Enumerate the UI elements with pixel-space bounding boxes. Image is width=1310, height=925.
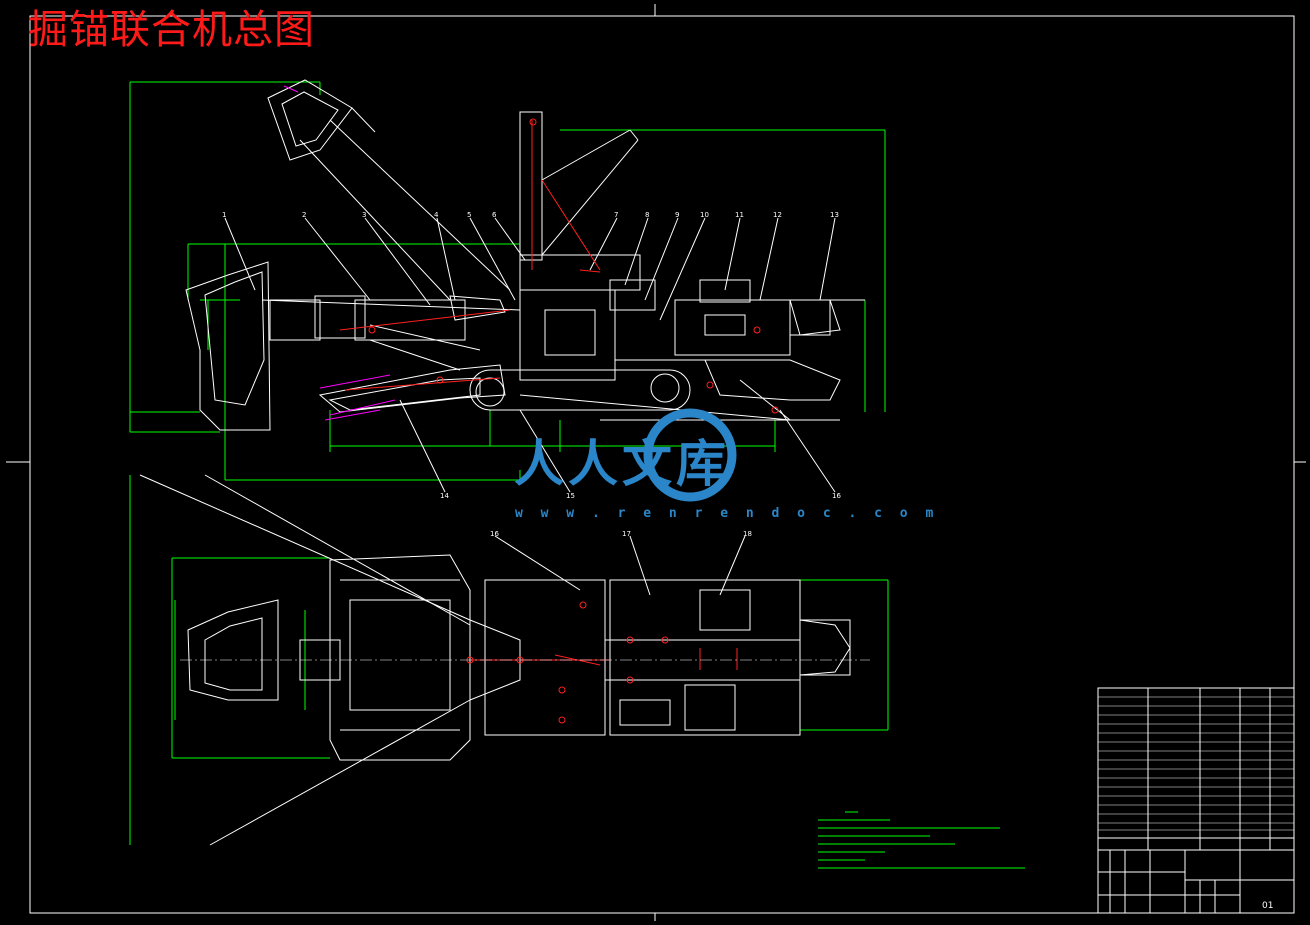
watermark-url: w w w . r e n r e n d o c . c o m	[515, 506, 939, 521]
watermark-logo	[643, 408, 737, 502]
callout-11: 11	[735, 211, 744, 219]
title-block	[1097, 687, 1295, 914]
plan-view-centerlines	[466, 601, 738, 724]
drawing-number: 01	[1262, 901, 1273, 911]
callout-4: 4	[434, 211, 439, 219]
callout-12: 12	[773, 211, 782, 219]
callout-7: 7	[614, 211, 618, 219]
drawing-title: 掘锚联合机总图	[28, 7, 315, 53]
callout-numbers: 1 2 3 4 5 6 7 8 9 10 11 12 13 14 15 16 1…	[222, 211, 841, 538]
callout-18: 18	[743, 530, 752, 538]
callout-8: 8	[645, 211, 649, 219]
side-view-centerlines	[339, 118, 779, 414]
callout-10: 10	[700, 211, 709, 219]
callout-1: 1	[222, 211, 226, 219]
watermark-brand: 人人文库	[514, 435, 730, 493]
callout-15: 15	[566, 492, 575, 500]
callout-6: 6	[492, 211, 497, 219]
callout-9: 9	[675, 211, 679, 219]
callout-16: 16	[832, 492, 841, 500]
callout-17: 17	[622, 530, 631, 538]
callout-14: 14	[440, 492, 449, 500]
title-block-rows	[1098, 696, 1294, 831]
callout-13: 13	[830, 211, 839, 219]
side-view-machine	[185, 79, 865, 493]
plan-view-machine	[139, 474, 851, 846]
side-view-dimensions	[129, 81, 886, 482]
drawing-frame	[6, 4, 1306, 921]
magenta-accents	[283, 85, 396, 421]
callout-16b: 16	[490, 530, 499, 538]
callout-5: 5	[467, 211, 471, 219]
callout-2: 2	[302, 211, 306, 219]
callout-3: 3	[362, 211, 366, 219]
technical-notes	[818, 811, 1025, 869]
